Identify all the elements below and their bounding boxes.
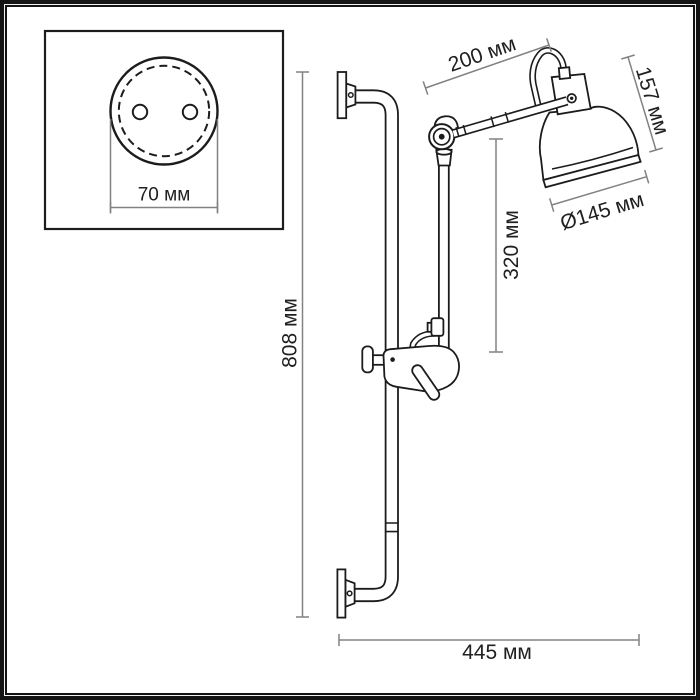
gooseneck-cable bbox=[529, 47, 567, 107]
clamp-pivot-dot bbox=[390, 357, 395, 362]
upper-arm bbox=[452, 93, 577, 139]
lamp-shade bbox=[538, 105, 640, 182]
cable-assembly bbox=[408, 317, 445, 354]
canopy-diameter-label: 70 мм bbox=[138, 185, 191, 206]
canopy-outline bbox=[109, 56, 219, 166]
rail-height-label: 808 мм bbox=[279, 298, 302, 368]
plate-screw bbox=[346, 590, 353, 597]
pivot-joint bbox=[428, 115, 460, 167]
gooseneck-fill bbox=[530, 48, 566, 106]
plate-flange bbox=[345, 82, 357, 109]
plate-body bbox=[336, 568, 347, 619]
dim-rail-height bbox=[296, 71, 309, 618]
joint-axle-dot bbox=[438, 133, 445, 140]
clamp-lever-fill bbox=[413, 366, 439, 399]
lamp-drawing bbox=[336, 47, 642, 619]
dim-shade-diameter bbox=[548, 169, 650, 212]
inset-frame bbox=[43, 29, 285, 231]
shade-rim bbox=[542, 153, 642, 189]
wall-rail bbox=[354, 89, 399, 603]
detail-inset bbox=[43, 29, 285, 231]
dim-head-height bbox=[621, 54, 663, 153]
shade-inner-line bbox=[551, 146, 634, 170]
plate-body bbox=[336, 71, 348, 120]
cable-clip bbox=[430, 317, 445, 337]
wall-plate-bottom bbox=[336, 568, 356, 619]
rail-joint-seam bbox=[386, 522, 398, 533]
dimension-lines bbox=[109, 38, 663, 646]
head-height-label: 157 мм bbox=[631, 64, 673, 137]
screw-hole-left bbox=[131, 103, 149, 121]
cable-nipple bbox=[557, 66, 572, 80]
plate-screw bbox=[347, 91, 354, 99]
dim-arm-length bbox=[422, 38, 553, 95]
thumbscrew-knob bbox=[361, 345, 374, 374]
screw-hole-right bbox=[181, 103, 199, 121]
dim-canopy-diameter bbox=[109, 119, 219, 214]
overall-depth-label: 445 мм bbox=[462, 641, 532, 664]
dim-arm-drop bbox=[489, 138, 503, 353]
rail-outline bbox=[354, 89, 399, 603]
lamp-head bbox=[529, 47, 642, 189]
arm-length-label: 200 мм bbox=[445, 32, 518, 76]
shade-diameter-label: Ø145 мм bbox=[558, 188, 647, 235]
upper-arm-fill bbox=[452, 97, 568, 137]
dim-overall-depth bbox=[338, 634, 640, 646]
slider-clamp bbox=[361, 344, 460, 401]
arm-collar-ticks bbox=[455, 111, 510, 138]
rail-fill bbox=[354, 91, 398, 601]
wall-plate-top bbox=[336, 71, 357, 120]
arm-drop-label: 320 мм bbox=[500, 210, 523, 280]
head-pivot-dot bbox=[570, 96, 574, 101]
canopy-dashed-plate bbox=[117, 64, 211, 158]
